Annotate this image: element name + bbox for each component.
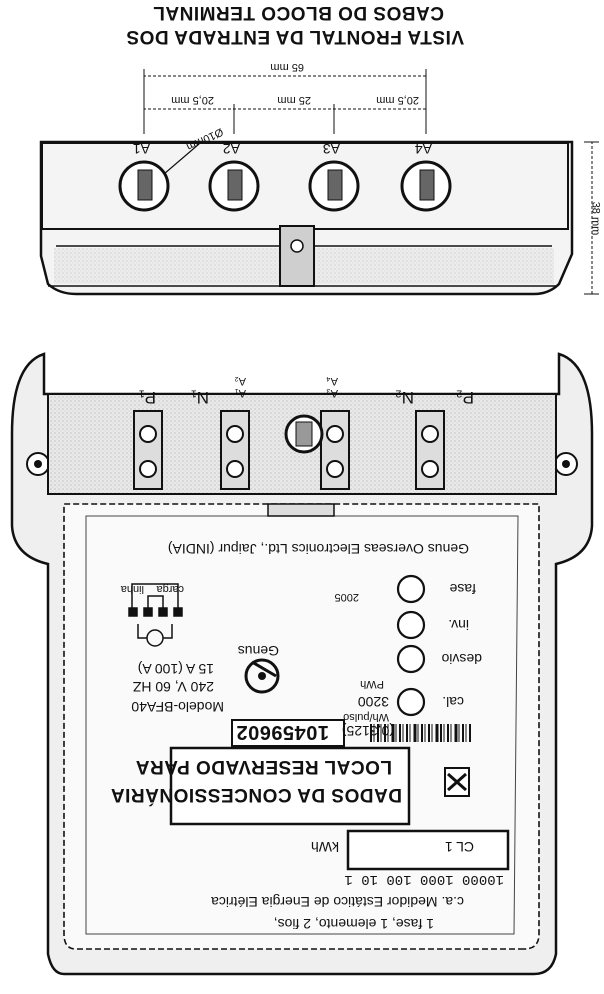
terminal-a1: A₁ <box>234 387 246 399</box>
register-digits: 10000 1000 100 10 1 <box>344 871 504 887</box>
terminal-p2: P₂ <box>456 388 474 407</box>
kwh-unit: kWh <box>311 839 339 855</box>
indicator-fase: fase <box>449 581 476 597</box>
terminal-label-a3: A3 <box>322 141 340 157</box>
dimension-lines <box>143 69 599 295</box>
terminal-label-a1: A1 <box>132 141 150 157</box>
dimension-height: 38 mm <box>589 201 602 236</box>
wiring-line-label: linha <box>120 583 144 595</box>
indicator-cal: cal. <box>442 694 464 710</box>
dimension-left: 20,5 mm <box>376 94 419 106</box>
meter-body <box>10 352 594 976</box>
model-label: Modelo-BFA40 <box>131 699 224 715</box>
meter-constant-sub: (0,3125) <box>341 723 394 739</box>
terminal-label-a2: A2 <box>222 141 240 157</box>
pwh-label: PWh <box>360 678 384 690</box>
top-view-title-line2: CABOS DO BLOCO TERMINAL <box>152 2 444 23</box>
kwh-register-window <box>346 829 510 871</box>
top-view-title-line1: VISTA FRONTAL DA ENTRADA DOS <box>125 26 464 47</box>
certification-mark-icon <box>444 767 470 797</box>
dimension-middle: 25 mm <box>277 94 311 106</box>
terminal-screws <box>133 410 445 490</box>
dimension-right: 20,5 mm <box>171 94 214 106</box>
dimension-total: 65 mm <box>270 61 304 73</box>
terminal-p1: P₁ <box>138 388 156 407</box>
year-label: 2005 <box>334 591 359 603</box>
terminal-a4: A₄ <box>326 375 338 387</box>
indicator-inv: inv. <box>448 617 469 633</box>
serial-number: 10459602 <box>236 721 329 743</box>
reserved-area-line2: DADOS DA CONCESSIONÁRIA <box>110 784 402 805</box>
wiring-load-label: carga <box>156 583 184 595</box>
current-label: 15 A (100 A) <box>137 661 214 677</box>
meter-constant: 3200 <box>357 694 389 710</box>
brand-label: Genus <box>237 643 279 659</box>
reserved-area-line1: LOCAL RESERVADO PARA <box>135 756 392 777</box>
manufacturer-text: Genus Overseas Electronics Ltd., Jaipur … <box>167 541 469 557</box>
meter-constant-unit: Wh/pulso <box>343 711 389 723</box>
terminal-label-a4: A4 <box>414 141 432 157</box>
meter-description-line2: 1 fase, 1 elemento, 2 fios, <box>273 916 434 932</box>
indicator-desvio: desvio <box>441 651 482 667</box>
wiring-diagram-icon <box>128 583 183 647</box>
terminal-a2: A₂ <box>234 375 246 387</box>
meter-description-line1: c.a. Medidor Estático de Energia Elétric… <box>211 894 464 910</box>
accuracy-class: CL 1 <box>444 839 474 855</box>
reserved-area-box <box>169 746 411 826</box>
terminal-entry-view <box>39 69 599 296</box>
terminal-holes <box>118 160 452 212</box>
voltage-label: 240 V, 60 HZ <box>132 679 214 695</box>
terminal-a3: A₃ <box>326 387 338 399</box>
genus-logo <box>244 658 280 694</box>
barcode <box>370 724 471 742</box>
terminal-n2: N₂ <box>395 388 414 407</box>
terminal-n1: N₁ <box>190 388 209 407</box>
indicator-leds <box>396 574 426 717</box>
